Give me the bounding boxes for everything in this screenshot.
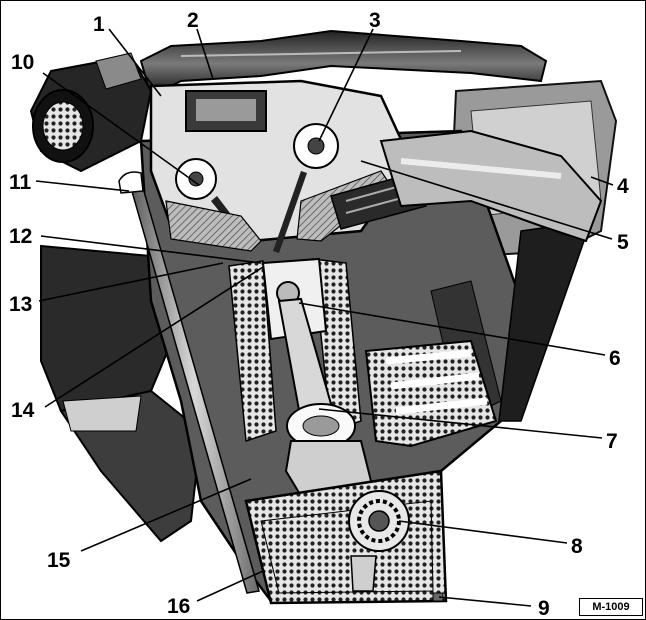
leader-14: [44, 266, 264, 408]
leader-4: [590, 176, 614, 186]
callout-5: 5: [617, 231, 629, 254]
callout-1: 1: [93, 13, 105, 36]
leader-1: [108, 28, 162, 97]
callout-10: 10: [11, 51, 34, 74]
oil-pan: [244, 469, 448, 605]
intake-runner: [379, 129, 603, 243]
leader-6: [298, 302, 606, 356]
callout-3: 3: [369, 9, 381, 32]
leader-12: [40, 235, 262, 264]
callout-7: 7: [606, 430, 618, 453]
callout-6: 6: [609, 347, 621, 370]
leader-7: [318, 408, 603, 439]
leader-11: [35, 180, 130, 192]
leader-lines: [35, 28, 614, 607]
callout-15: 15: [47, 549, 71, 572]
top-hose: [139, 29, 548, 98]
cylinder-head: [149, 79, 427, 253]
callout-11: 11: [9, 171, 32, 194]
leader-16: [196, 570, 264, 602]
air-intake-boot: [29, 52, 153, 173]
callout-4: 4: [617, 175, 629, 198]
leader-3: [318, 28, 374, 142]
callout-12: 12: [9, 225, 32, 248]
callout-9: 9: [538, 597, 550, 619]
leader-13: [38, 262, 224, 302]
callout-numbers: 1 2 3 4 5 6 7 8 9 10 11 12 13 14 15 16: [9, 9, 629, 619]
callout-2: 2: [187, 9, 199, 32]
callout-8: 8: [571, 535, 583, 558]
callout-16: 16: [167, 595, 190, 618]
callout-13: 13: [9, 293, 32, 316]
callout-14: 14: [11, 399, 35, 422]
cylinder-assembly: [228, 257, 373, 503]
leader-10: [42, 72, 200, 186]
leader-5: [360, 160, 613, 240]
reference-code-label: M-1009: [579, 598, 643, 616]
leader-2: [196, 28, 214, 80]
leader-9: [438, 596, 532, 607]
crankcase-cutaway: [364, 339, 498, 448]
leader-15: [80, 478, 252, 552]
leader-8: [398, 520, 568, 544]
